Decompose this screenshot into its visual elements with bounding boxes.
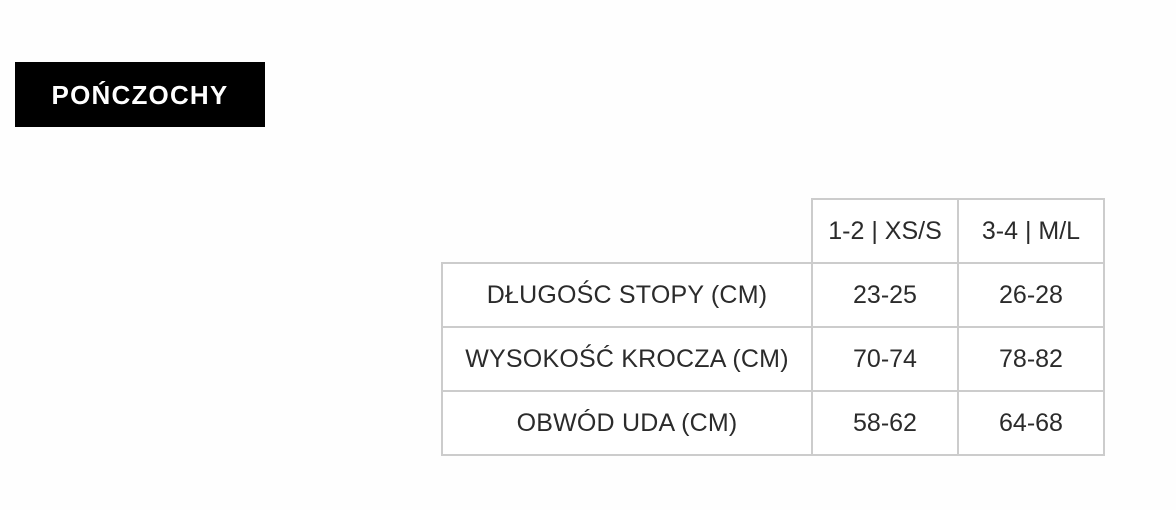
table-header-row: 1-2 | XS/S 3-4 | M/L xyxy=(442,198,1105,264)
row-label-thigh-circumference: OBWÓD UDA (CM) xyxy=(441,390,813,456)
product-category-badge: POŃCZOCHY xyxy=(15,62,265,127)
cell-crotch-height-m-l: 78-82 xyxy=(957,326,1105,392)
table-corner-cell xyxy=(442,199,812,263)
cell-thigh-circumference-m-l: 64-68 xyxy=(957,390,1105,456)
cell-thigh-circumference-xs-s: 58-62 xyxy=(811,390,959,456)
cell-crotch-height-xs-s: 70-74 xyxy=(811,326,959,392)
size-chart-header: 1-2 | XS/S 3-4 | M/L xyxy=(442,198,1105,264)
cell-foot-length-m-l: 26-28 xyxy=(957,262,1105,328)
cell-foot-length-xs-s: 23-25 xyxy=(811,262,959,328)
row-label-crotch-height: WYSOKOŚĆ KROCZA (CM) xyxy=(441,326,813,392)
row-label-foot-length: DŁUGOŚC STOPY (CM) xyxy=(441,262,813,328)
size-chart-body: DŁUGOŚC STOPY (CM) 23-25 26-28 WYSOKOŚĆ … xyxy=(441,262,1105,456)
product-category-label: POŃCZOCHY xyxy=(51,79,229,110)
column-header-size-1: 1-2 | XS/S xyxy=(811,198,959,264)
size-chart-table: 1-2 | XS/S 3-4 | M/L DŁUGOŚC STOPY (CM) … xyxy=(441,198,1105,456)
table-row: OBWÓD UDA (CM) 58-62 64-68 xyxy=(441,390,1105,456)
table-row: DŁUGOŚC STOPY (CM) 23-25 26-28 xyxy=(441,262,1105,328)
column-header-size-2: 3-4 | M/L xyxy=(957,198,1105,264)
table-row: WYSOKOŚĆ KROCZA (CM) 70-74 78-82 xyxy=(441,326,1105,392)
